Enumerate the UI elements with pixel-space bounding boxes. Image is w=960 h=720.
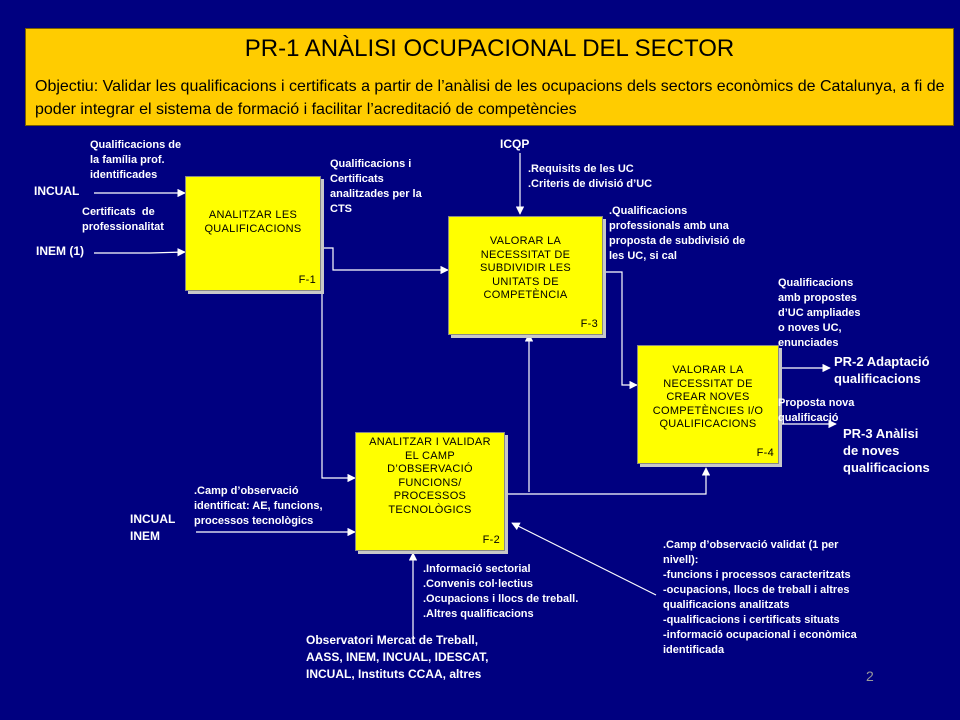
label-pr3: PR-3 Anàlisi de noves qualificacions (843, 426, 930, 475)
box-f1-code: F-1 (298, 273, 316, 286)
box-f3-label: VALORAR LA NECESSITAT DE SUBDIVIDIR LES … (479, 235, 571, 301)
box-f3-code: F-3 (580, 317, 598, 330)
label-icqp: ICQP (500, 137, 530, 151)
arrow-f2-f4 (504, 467, 711, 495)
label-proposta-nova: Proposta nova qualificació (778, 397, 855, 424)
label-pr2: PR-2 Adaptació qualificacions (834, 354, 930, 386)
label-observatori: Observatori Mercat de Treball, AASS, INE… (306, 633, 489, 681)
header-banner: PR-1 ANÀLISI OCUPACIONAL DEL SECTOR Obje… (25, 28, 954, 126)
label-incual-inem: INCUAL INEM (130, 512, 176, 543)
box-f1-label: ANALITZAR LES QUALIFICACIONS (204, 209, 302, 235)
box-f4-noves-competencies: VALORAR LA NECESSITAT DE CREAR NOVES COM… (637, 345, 779, 464)
box-f4-code: F-4 (756, 446, 774, 459)
box-f2-camp-observacio: ANALITZAR I VALIDAR EL CAMP D’OBSERVACIÓ… (355, 432, 505, 551)
label-qualificacions-familia: Qualificacions de la família prof. ident… (90, 139, 182, 181)
label-qualificacions-cts: Qualificacions i Certificats analitzades… (330, 158, 422, 215)
label-inem1: INEM (1) (36, 244, 84, 258)
page-title: PR-1 ANÀLISI OCUPACIONAL DEL SECTOR (244, 35, 735, 62)
objective-text: Objectiu: Validar les qualificacions i c… (35, 78, 945, 118)
label-requisits: .Requisits de les UC .Criteris de divisi… (528, 163, 653, 190)
label-qualificacions-propostes: Qualificacions amb propostes d’UC amplia… (778, 277, 861, 349)
label-informacio-sectorial: .Informació sectorial .Convenis col·lect… (423, 563, 579, 620)
label-certificats: Certificats de professionalitat (82, 206, 164, 233)
arrow-f1-f3 (320, 247, 449, 275)
page-number: 2 (866, 668, 874, 684)
arrow-campvalidat-f2 (511, 522, 657, 596)
box-f3-subdividir-uc: VALORAR LA NECESSITAT DE SUBDIVIDIR LES … (448, 216, 603, 335)
arrow-f1-f2 (320, 229, 356, 483)
box-f2-code: F-2 (482, 533, 500, 546)
box-f2-label: ANALITZAR I VALIDAR EL CAMP D’OBSERVACIÓ… (369, 436, 491, 516)
label-qualificacions-professionals: .Qualificacions professionals amb una pr… (609, 205, 746, 262)
arrow-f3-f4 (602, 271, 638, 390)
label-camp-identificat: .Camp d’observació identificat: AE, func… (194, 485, 323, 527)
label-incual-top: INCUAL (34, 184, 80, 198)
label-camp-validat: .Camp d’observació validat (1 per nivell… (663, 539, 857, 656)
arrow-inem-f1 (94, 248, 186, 257)
box-f1-analitzar-qualificacions: ANALITZAR LES QUALIFICACIONS F-1 (185, 176, 321, 291)
box-f4-label: VALORAR LA NECESSITAT DE CREAR NOVES COM… (652, 364, 764, 430)
